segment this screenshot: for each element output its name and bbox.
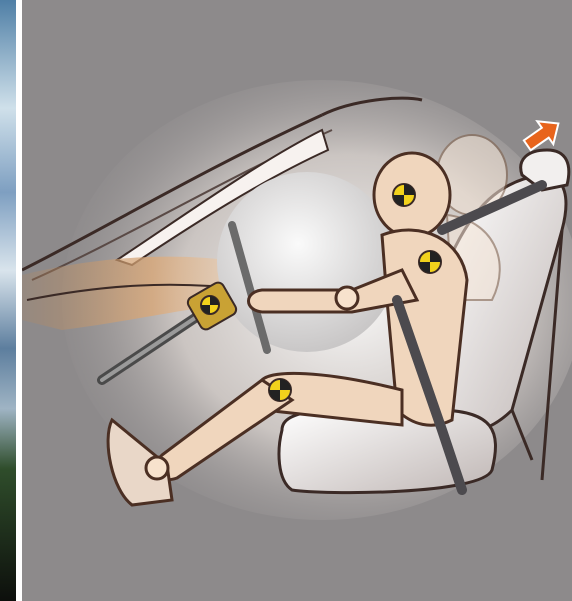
crash-marker-steering: [201, 296, 219, 314]
crash-marker-shoulder: [419, 251, 441, 273]
crash-marker-hip: [269, 379, 291, 401]
dummy-elbow-joint: [336, 287, 358, 309]
left-photo-strip: [0, 0, 16, 601]
crash-marker-head: [393, 184, 415, 206]
dummy-knee-joint: [146, 457, 168, 479]
crash-test-scene: [22, 0, 572, 601]
